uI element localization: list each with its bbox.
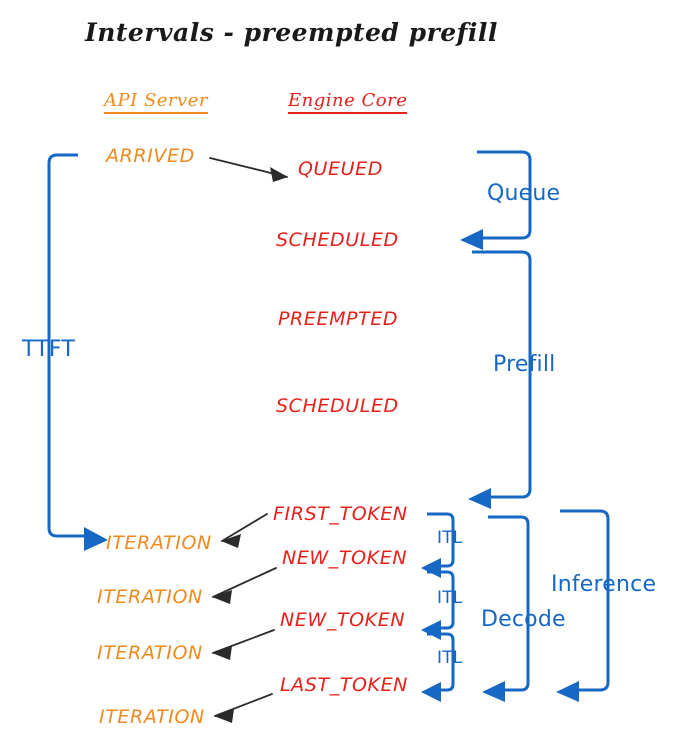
queue-bracket [460, 150, 532, 250]
page-title: Intervals - preempted prefill [85, 18, 498, 47]
event-iteration-3: ITERATION [97, 642, 203, 664]
arrow-new-token-1-to-iteration [212, 567, 277, 604]
event-preempted: PREEMPTED [278, 308, 399, 330]
event-first-token: FIRST_TOKEN [273, 503, 408, 525]
interval-label-decode: Decode [481, 607, 566, 632]
interval-label-queue: Queue [487, 181, 561, 206]
event-iteration-1: ITERATION [106, 532, 212, 554]
event-queued: QUEUED [298, 158, 384, 180]
itl-bracket-3 [421, 632, 455, 702]
interval-label-inference: Inference [551, 572, 657, 597]
ttft-bracket [47, 153, 108, 551]
event-iteration-4: ITERATION [99, 706, 205, 728]
event-arrived: ARRIVED [106, 145, 195, 167]
inference-bracket [556, 509, 610, 702]
interval-label-itl-3: ITL [437, 648, 463, 668]
event-new-token-2: NEW_TOKEN [280, 609, 406, 631]
event-last-token: LAST_TOKEN [280, 674, 408, 696]
interval-label-ttft: TTFT [22, 337, 75, 362]
event-scheduled-2: SCHEDULED [276, 395, 399, 417]
decode-bracket [482, 515, 530, 702]
interval-label-itl-1: ITL [437, 528, 463, 548]
interval-label-prefill: Prefill [493, 352, 556, 377]
column-header-api-server: API Server [104, 92, 208, 114]
arrow-arrived-to-queued [209, 157, 288, 182]
interval-label-itl-2: ITL [437, 588, 463, 608]
event-iteration-2: ITERATION [97, 586, 203, 608]
event-scheduled-1: SCHEDULED [276, 229, 399, 251]
arrow-last-token-to-iteration [214, 693, 273, 723]
column-header-engine-core: Engine Core [288, 92, 408, 114]
prefill-bracket [468, 250, 532, 509]
arrow-first-token-to-iteration [221, 513, 268, 548]
arrow-new-token-2-to-iteration [212, 629, 275, 660]
event-new-token-1: NEW_TOKEN [282, 547, 408, 569]
